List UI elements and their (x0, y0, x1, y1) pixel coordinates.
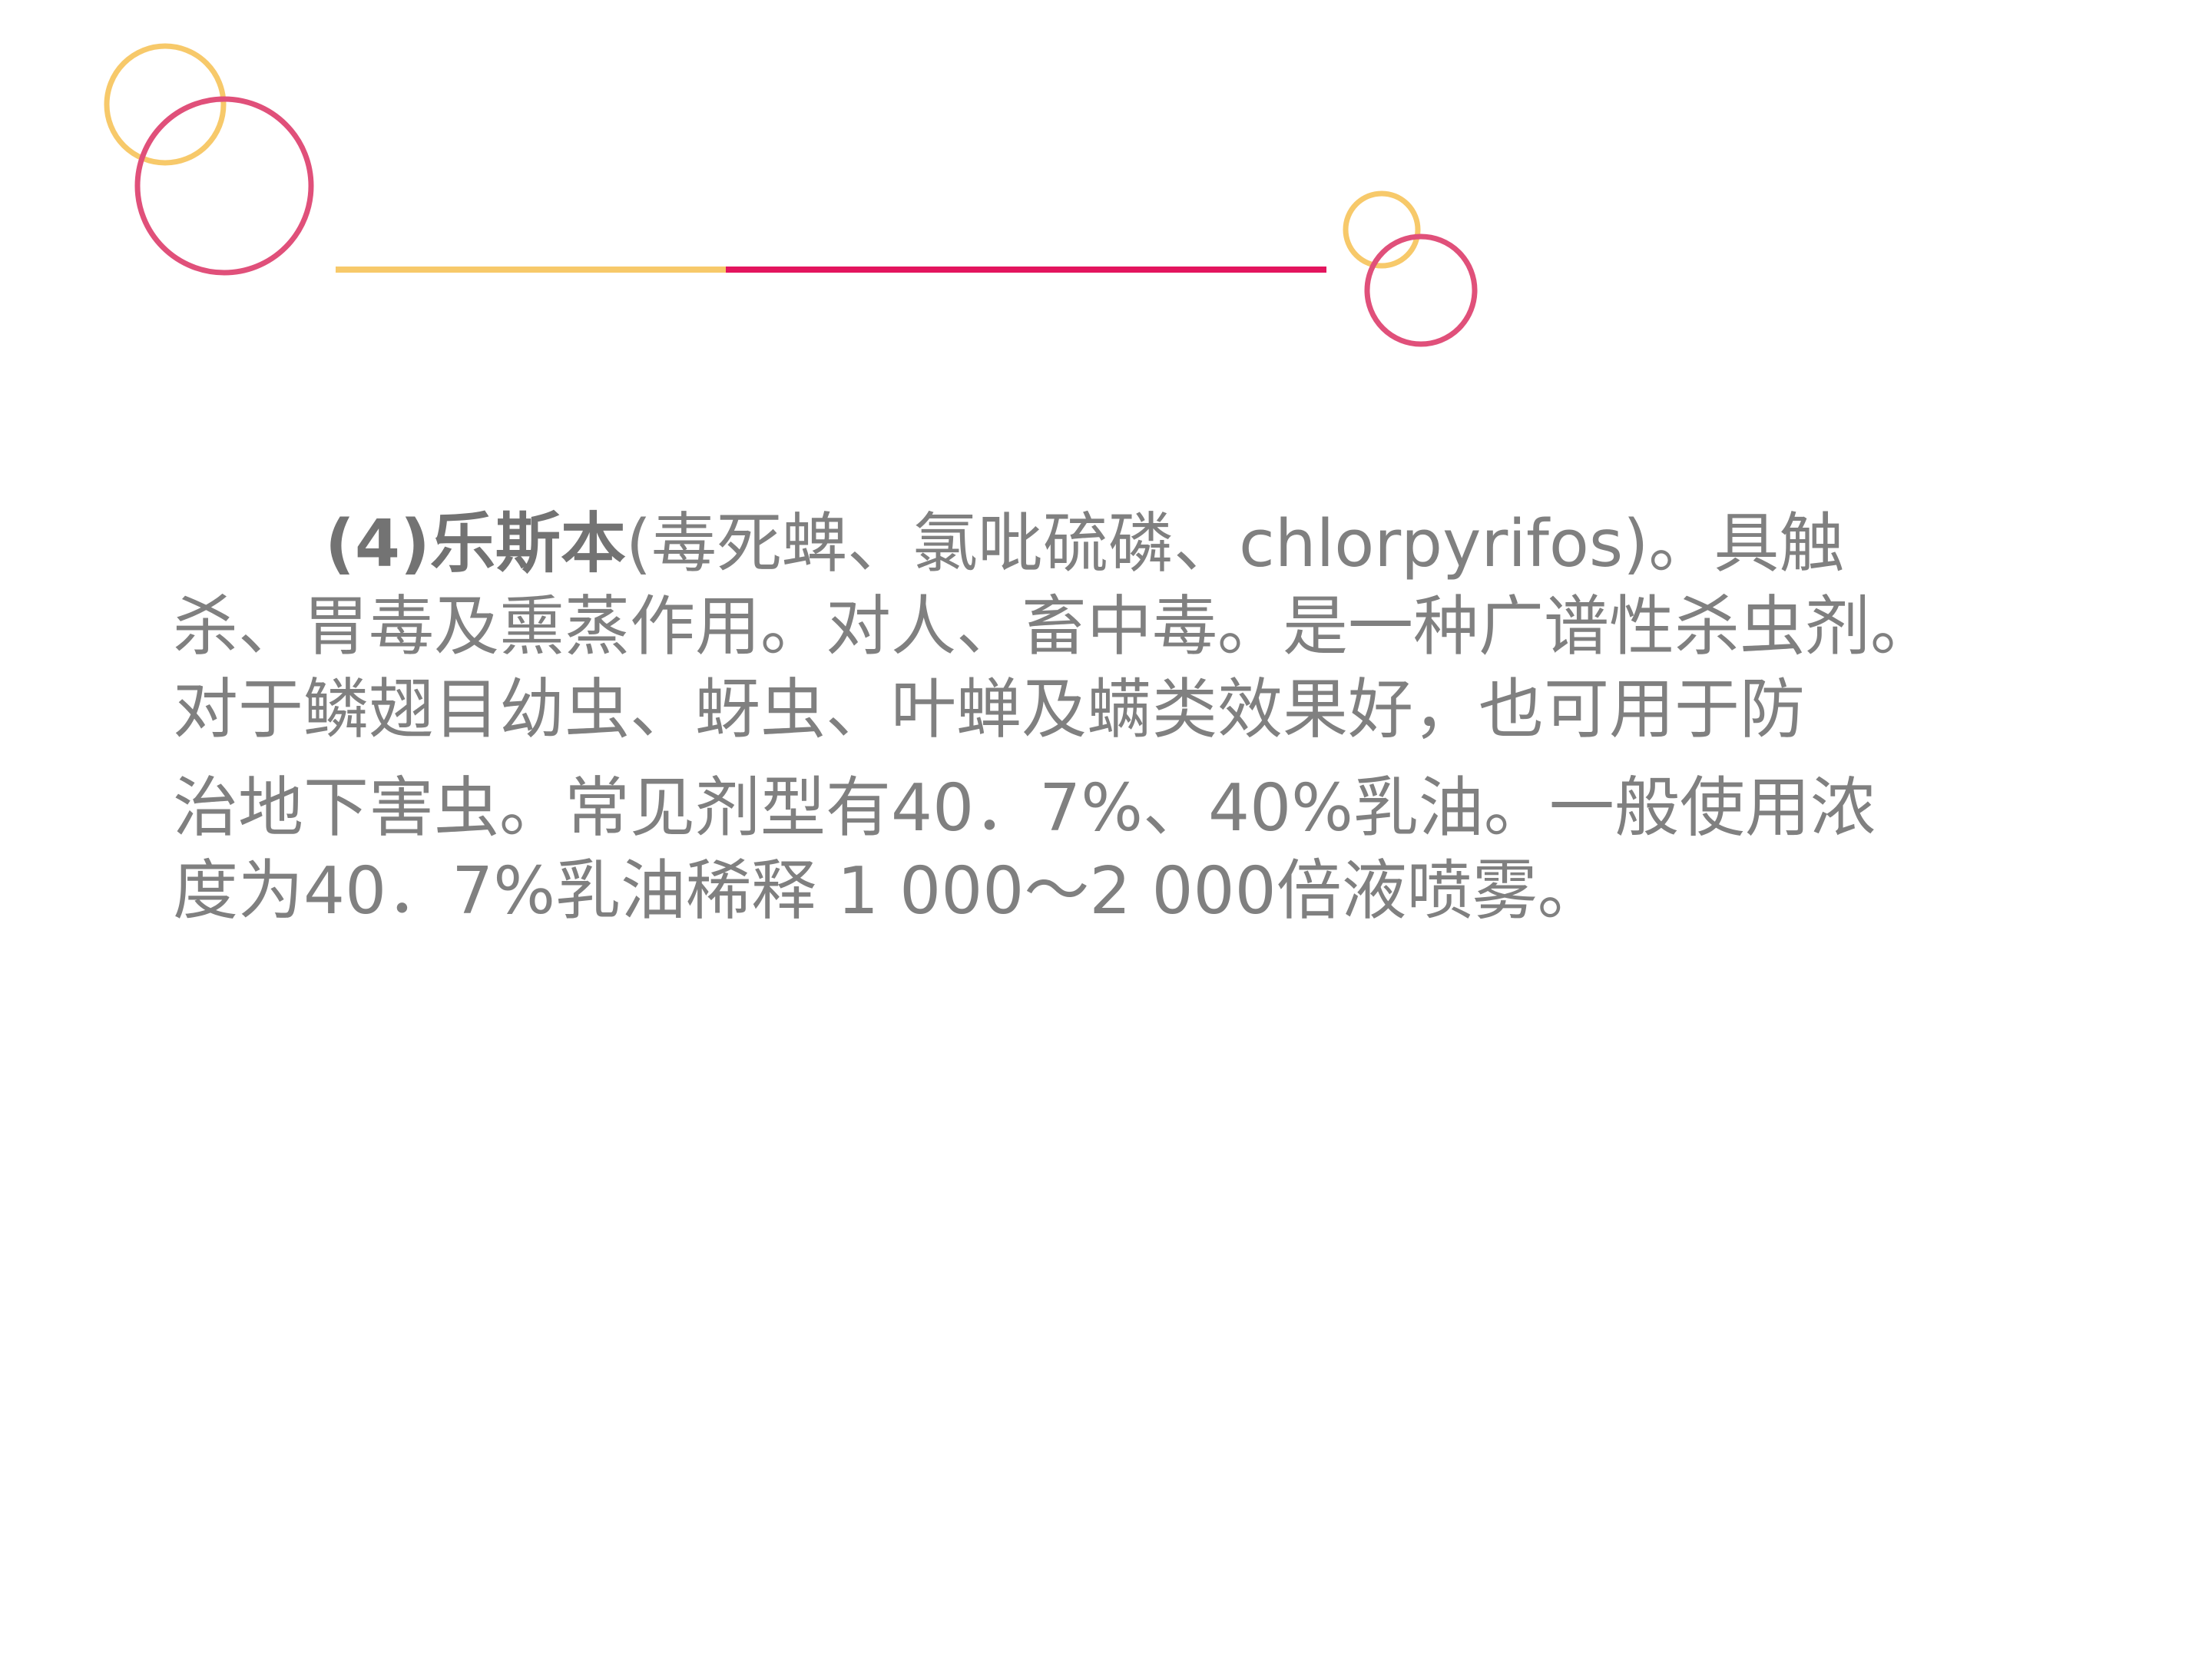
paragraph-line-4: 治地下害虫。常见剂型有40．7%、40%乳油。一般使用浓 (173, 770, 1876, 846)
item-heading: (4)乐斯本 (325, 506, 626, 582)
decor-circle-yellow-small (1343, 190, 1421, 269)
paragraph-line-5: 度为40．7%乳油稀释 1 000～2 000倍液喷雾。 (173, 853, 1603, 929)
paragraph-line-3: 对于鳞翅目幼虫、蚜虫、叶蝉及螨类效果好，也可用于防 (173, 672, 1806, 748)
decor-circle-yellow-large (104, 43, 227, 166)
decor-circle-pink-small (1364, 233, 1478, 347)
body-paragraph: (4)乐斯本(毒死蜱、氯吡硫磷、chlorpyrifos)。具触 杀、胃毒及熏蒸… (173, 503, 2200, 933)
paragraph-line-1: (4)乐斯本(毒死蜱、氯吡硫磷、chlorpyrifos)。具触 (173, 503, 2200, 586)
decor-circle-pink-large (134, 96, 314, 276)
paragraph-line-1-text: (毒死蜱、氯吡硫磷、chlorpyrifos)。具触 (625, 506, 1845, 582)
decorative-circles-and-line (104, 43, 1478, 347)
paragraph-line-2: 杀、胃毒及熏蒸作用。对人、畜中毒。是一种广谱性杀虫剂。 (173, 589, 1936, 665)
